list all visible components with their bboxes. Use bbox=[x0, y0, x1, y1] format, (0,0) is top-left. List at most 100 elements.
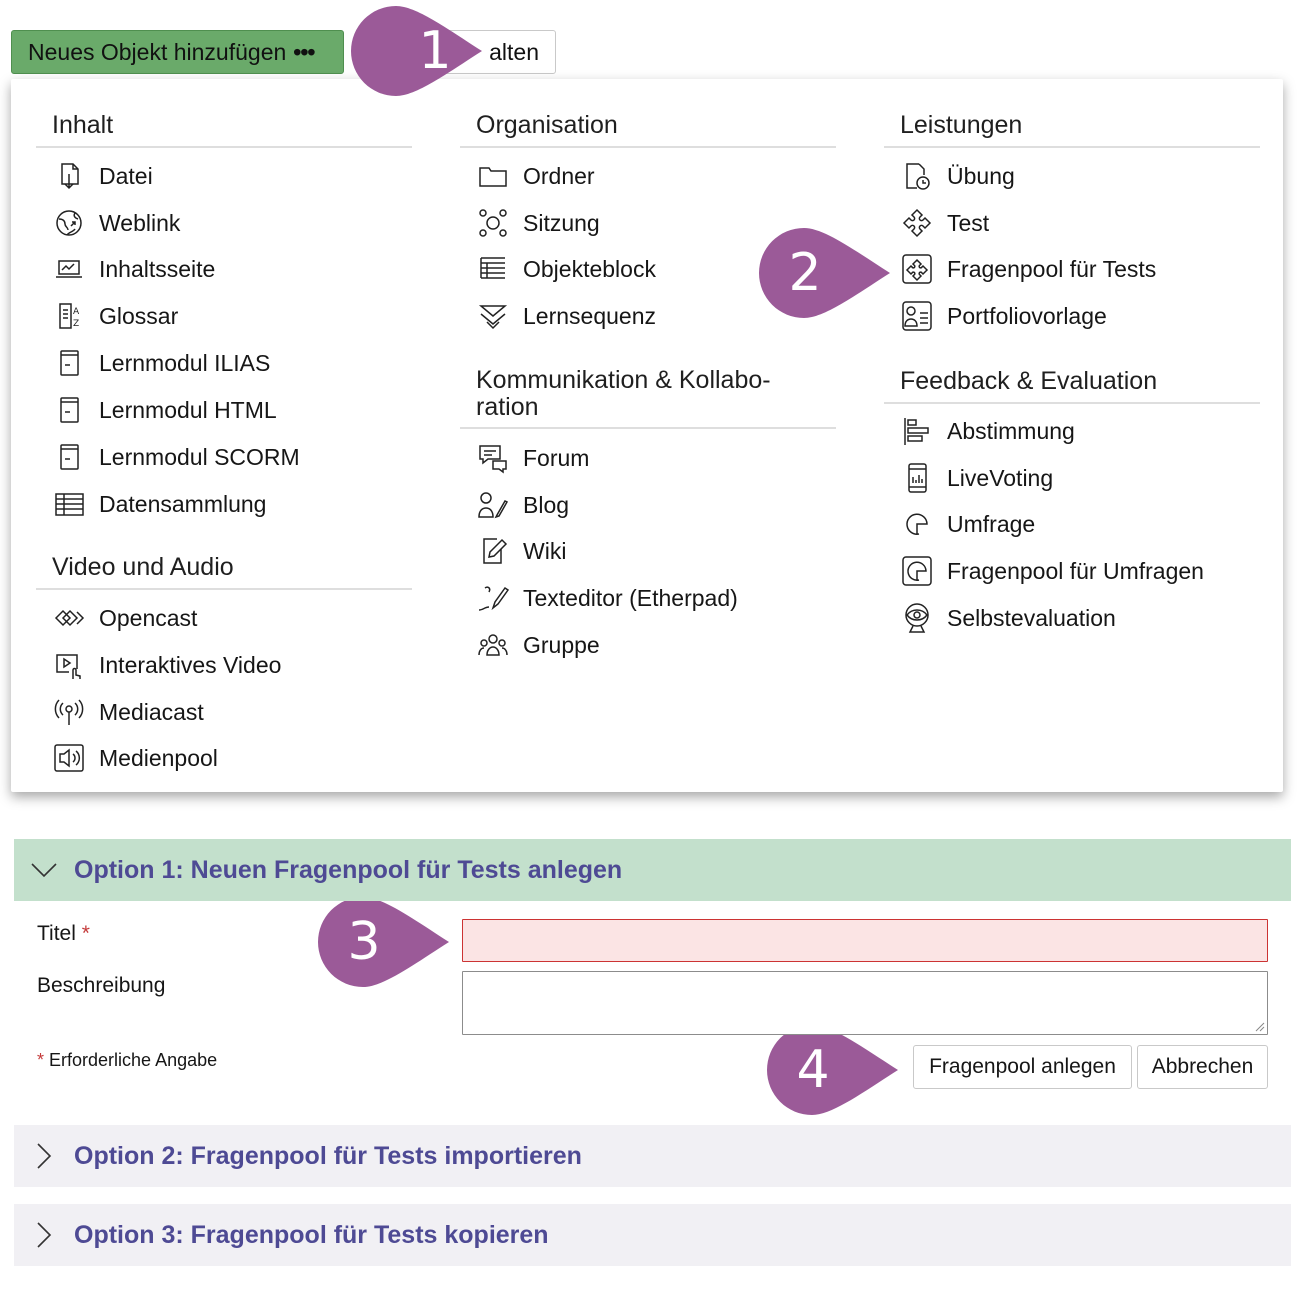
menu-item-test[interactable]: Test bbox=[900, 206, 989, 240]
chevron-right-icon bbox=[14, 1204, 74, 1266]
group-icon bbox=[476, 628, 510, 662]
menu-item-opencast[interactable]: Opencast bbox=[52, 601, 197, 635]
self-eval-icon bbox=[900, 601, 934, 635]
interactive-video-icon bbox=[52, 648, 86, 682]
puzzle-icon bbox=[900, 206, 934, 240]
menu-item-sitzung[interactable]: Sitzung bbox=[476, 206, 600, 240]
menu-item-livevoting[interactable]: LiveVoting bbox=[900, 461, 1053, 495]
group-title-line: Kommunikation & Kollabo- bbox=[476, 366, 771, 394]
learning-module-icon bbox=[52, 346, 86, 380]
option-1-title: Option 1: Neuen Fragenpool für Tests anl… bbox=[74, 855, 623, 884]
description-textarea[interactable] bbox=[462, 971, 1268, 1035]
menu-item-blog[interactable]: Blog bbox=[476, 488, 569, 522]
add-button-label: Neues Objekt hinzufügen bbox=[28, 38, 287, 65]
menu-item-weblink[interactable]: Weblink bbox=[52, 206, 180, 240]
menu-item-datei[interactable]: Datei bbox=[52, 159, 153, 193]
menu-item-ordner[interactable]: Ordner bbox=[476, 159, 595, 193]
menu-item-label: Texteditor (Etherpad) bbox=[523, 584, 738, 611]
speaker-icon bbox=[52, 741, 86, 775]
required-star: * bbox=[37, 1050, 45, 1070]
required-note: * Erforderliche Angabe bbox=[37, 1050, 217, 1071]
add-new-object-button[interactable]: Neues Objekt hinzufügen ••• bbox=[11, 30, 344, 74]
menu-item-label: Test bbox=[947, 209, 990, 236]
menu-item-fragenpool-tests[interactable]: Fragenpool für Tests bbox=[900, 252, 1156, 286]
menu-item-label: Lernsequenz bbox=[523, 302, 656, 329]
menu-item-objekteblock[interactable]: Objekteblock bbox=[476, 252, 656, 286]
menu-item-gruppe[interactable]: Gruppe bbox=[476, 628, 600, 662]
menu-item-lernmodul-scorm[interactable]: Lernmodul SCORM bbox=[52, 440, 300, 474]
menu-item-label: Lernmodul ILIAS bbox=[99, 349, 271, 376]
menu-item-lernmodul-ilias[interactable]: Lernmodul ILIAS bbox=[52, 346, 270, 380]
option-3-title: Option 3: Fragenpool für Tests kopieren bbox=[74, 1220, 549, 1249]
menu-item-lernsequenz[interactable]: Lernsequenz bbox=[476, 299, 656, 333]
callout-number: 2 bbox=[788, 243, 822, 303]
data-table-icon bbox=[52, 487, 86, 521]
menu-item-wiki[interactable]: Wiki bbox=[476, 534, 566, 568]
callout-marker-4: 4 bbox=[766, 1025, 902, 1115]
menu-item-label: Datei bbox=[99, 162, 153, 189]
menu-item-texteditor[interactable]: Texteditor (Etherpad) bbox=[476, 581, 738, 615]
menu-item-label: Mediacast bbox=[99, 698, 204, 725]
create-pool-button[interactable]: Fragenpool anlegen bbox=[913, 1045, 1132, 1089]
menu-item-uebung[interactable]: Übung bbox=[900, 159, 1015, 193]
callout-number: 3 bbox=[347, 912, 381, 972]
menu-item-label: Selbstevaluation bbox=[947, 604, 1116, 631]
portfolio-icon bbox=[900, 299, 934, 333]
menu-item-label: Lernmodul HTML bbox=[99, 396, 277, 423]
menu-item-portfoliovorlage[interactable]: Portfoliovorlage bbox=[900, 299, 1107, 333]
title-label: Titel * bbox=[37, 922, 90, 946]
phone-chart-icon bbox=[900, 461, 934, 495]
group-title-line: ration bbox=[476, 393, 539, 421]
menu-item-forum[interactable]: Forum bbox=[476, 441, 589, 475]
group-title-organisation: Organisation bbox=[460, 111, 836, 148]
blog-icon bbox=[476, 488, 510, 522]
menu-item-datensammlung[interactable]: Datensammlung bbox=[52, 487, 266, 521]
cancel-button[interactable]: Abbrechen bbox=[1137, 1045, 1268, 1089]
group-title-leistungen: Leistungen bbox=[884, 111, 1260, 148]
globe-link-icon bbox=[52, 206, 86, 240]
pen-icon bbox=[476, 581, 510, 615]
option-3-header[interactable]: Option 3: Fragenpool für Tests kopieren bbox=[14, 1204, 1291, 1266]
option-2-header[interactable]: Option 2: Fragenpool für Tests importier… bbox=[14, 1125, 1291, 1187]
more-dots-icon: ••• bbox=[293, 38, 315, 65]
menu-item-label: Fragenpool für Tests bbox=[947, 255, 1157, 282]
forum-icon bbox=[476, 441, 510, 475]
menu-item-umfrage[interactable]: Umfrage bbox=[900, 507, 1035, 541]
exercise-clock-icon bbox=[900, 159, 934, 193]
group-title-inhalt: Inhalt bbox=[36, 111, 412, 148]
menu-item-label: Blog bbox=[523, 491, 570, 518]
menu-item-mediacast[interactable]: Mediacast bbox=[52, 695, 204, 729]
file-download-icon bbox=[52, 159, 86, 193]
title-label-text: Titel bbox=[37, 922, 76, 945]
option-1-header[interactable]: Option 1: Neuen Fragenpool für Tests anl… bbox=[14, 839, 1291, 901]
wiki-icon bbox=[476, 534, 510, 568]
poll-icon bbox=[900, 414, 934, 448]
svg-text:Z: Z bbox=[73, 319, 79, 329]
menu-item-label: Wiki bbox=[523, 537, 567, 564]
folder-icon bbox=[476, 159, 510, 193]
manage-button-label: alten bbox=[489, 38, 539, 65]
menu-item-lernmodul-html[interactable]: Lernmodul HTML bbox=[52, 393, 277, 427]
resize-handle-icon[interactable] bbox=[1253, 1020, 1265, 1032]
menu-item-label: Umfrage bbox=[947, 510, 1036, 537]
menu-item-medienpool[interactable]: Medienpool bbox=[52, 741, 218, 775]
menu-item-abstimmung[interactable]: Abstimmung bbox=[900, 414, 1075, 448]
menu-item-label: Weblink bbox=[99, 209, 181, 236]
menu-item-fragenpool-umfragen[interactable]: Fragenpool für Umfragen bbox=[900, 554, 1204, 588]
menu-item-label: Ordner bbox=[523, 162, 595, 189]
title-input[interactable] bbox=[462, 919, 1268, 962]
menu-item-label: Gruppe bbox=[523, 631, 600, 658]
survey-icon bbox=[900, 507, 934, 541]
menu-item-selbstevaluation[interactable]: Selbstevaluation bbox=[900, 601, 1116, 635]
menu-item-label: Glossar bbox=[99, 302, 179, 329]
menu-item-label: Objekteblock bbox=[523, 255, 656, 282]
menu-item-interaktives-video[interactable]: Interaktives Video bbox=[52, 648, 281, 682]
callout-number: 4 bbox=[796, 1040, 830, 1100]
group-title-kommunikation: Kommunikation & Kollabo- ration bbox=[460, 367, 836, 429]
menu-item-label: Interaktives Video bbox=[99, 651, 282, 678]
menu-item-inhaltsseite[interactable]: Inhaltsseite bbox=[52, 252, 215, 286]
group-title-video-audio: Video und Audio bbox=[36, 553, 412, 590]
svg-text:A: A bbox=[73, 307, 80, 317]
callout-marker-1: 1 bbox=[350, 6, 486, 96]
